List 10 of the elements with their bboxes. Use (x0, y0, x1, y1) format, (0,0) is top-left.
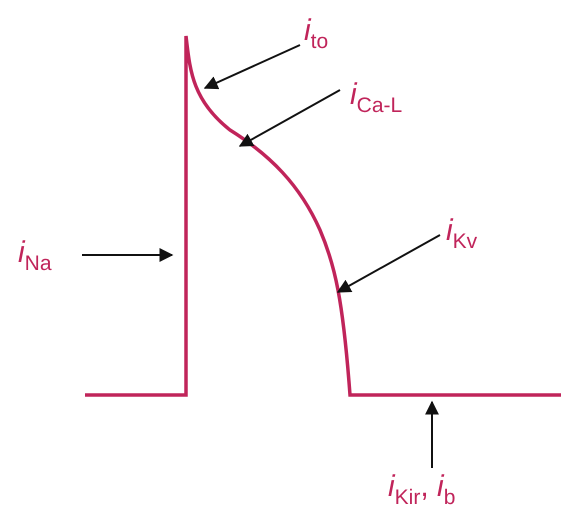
leader-line (82, 248, 174, 262)
current-label: i$_{Kv}$ (446, 214, 478, 259)
current-label: i$_{Kir}$, i$_{b}$ (388, 470, 456, 514)
leader-line (204, 44, 300, 90)
current-label: i$_{Ca-L}$ (350, 78, 402, 123)
leader-line (336, 234, 440, 293)
leader-line (238, 89, 340, 147)
current-label: i$_{Na}$ (18, 236, 52, 281)
leader-line (425, 400, 439, 468)
current-label: i$_{to}$ (304, 14, 328, 59)
